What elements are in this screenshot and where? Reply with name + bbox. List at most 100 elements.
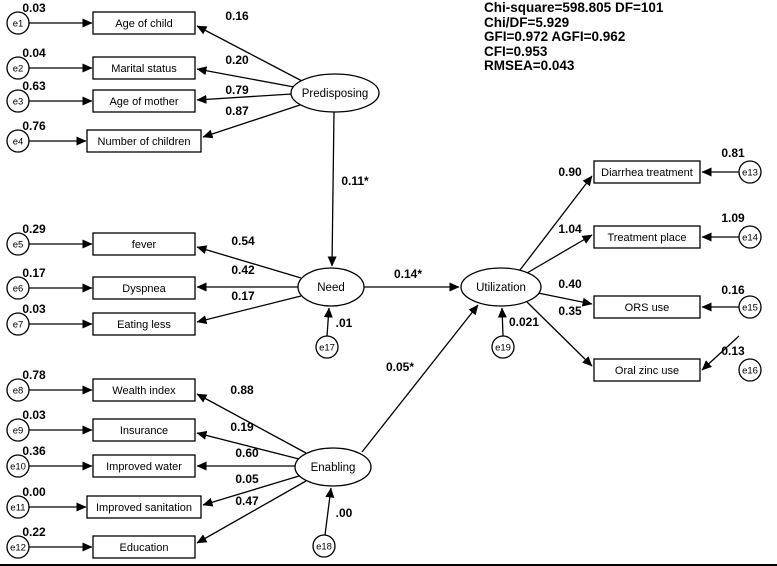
- wealth-index-box: [92, 378, 196, 402]
- coefficient-enabling-to-improved-water: 0.60: [235, 446, 259, 460]
- improved-sanitation-label: Improved sanitation: [96, 502, 192, 514]
- insurance-box: [92, 418, 196, 442]
- coefficient-predisposing-to-age-of-mother: 0.79: [225, 83, 249, 97]
- e2-label: e2: [13, 64, 24, 75]
- marital-status-box: [92, 56, 196, 80]
- path-enabling-to-education: 0.47: [196, 480, 307, 544]
- observed-marital-status: Marital status: [92, 56, 196, 80]
- age-of-child-label: Age of child: [115, 18, 172, 30]
- e6-label: e6: [13, 284, 24, 295]
- e1-label: e1: [13, 19, 24, 30]
- e17-circle: [315, 335, 339, 359]
- e8-variance: 0.78: [22, 368, 46, 382]
- utilization-label: Utilization: [476, 282, 526, 294]
- arrow-need-to-fever: [196, 245, 302, 279]
- coefficient-need-to-utilization: 0.14*: [394, 267, 422, 281]
- e6-circle: [6, 276, 30, 300]
- e8-circle: [6, 378, 30, 402]
- arrow-utilization-to-treatment-place: [526, 234, 593, 274]
- e6-variance: 0.17: [22, 266, 46, 280]
- e13-label: e13: [742, 168, 758, 179]
- path-e17-to-need: [323, 307, 333, 337]
- enabling-label: Enabling: [311, 462, 356, 474]
- e2-variance: 0.04: [22, 46, 46, 60]
- e13-circle: [738, 160, 762, 184]
- arrow-utilization-to-oral-zinc-use: [526, 301, 593, 367]
- e4-label: e4: [13, 137, 24, 148]
- latent-predisposing: Predisposing: [290, 73, 380, 113]
- path-utilization-to-ors-use: 0.40: [537, 277, 593, 307]
- e13-variance: 0.81: [721, 146, 745, 160]
- e11-variance: 0.00: [22, 485, 46, 499]
- arrow-e18-to-enabling: [324, 487, 335, 536]
- e16-circle: [738, 358, 762, 382]
- e7-circle: [6, 312, 30, 336]
- coefficient-enabling-to-insurance: 0.19: [230, 420, 254, 434]
- fit-stat-gfi-agfi: GFI=0.972 AGFI=0.962: [484, 29, 626, 45]
- fit-statistics: Chi-square=598.805 DF=101 Chi/DF=5.929 G…: [484, 0, 664, 74]
- e18-label: e18: [316, 542, 332, 553]
- e5-variance: 0.29: [22, 222, 46, 236]
- observed-improved-sanitation: Improved sanitation: [86, 495, 202, 519]
- utilization-ellipse: [460, 267, 542, 307]
- e3-label: e3: [13, 97, 24, 108]
- fit-stat-rmsea: RMSEA=0.043: [484, 58, 575, 74]
- observed-improved-water: Improved water: [92, 454, 196, 478]
- coefficient-utilization-to-ors-use: 0.40: [558, 277, 582, 291]
- path-utilization-to-oral-zinc-use: 0.35: [526, 301, 593, 367]
- eating-less-label: Eating less: [117, 319, 171, 331]
- fever-label: fever: [132, 239, 157, 251]
- latent-need: Need: [297, 267, 365, 307]
- need-label: Need: [317, 282, 345, 294]
- arrow-enabling-to-education: [196, 480, 307, 544]
- improved-water-label: Improved water: [106, 461, 182, 473]
- observed-diarrhea-treatment: Diarrhea treatment: [593, 160, 701, 184]
- arrow-enabling-to-wealth-index: [196, 393, 307, 454]
- coefficient-need-to-dyspnea: 0.42: [231, 263, 255, 277]
- error-e6: e6 0.17: [6, 266, 46, 300]
- path-predisposing-to-number-of-children: 0.87: [202, 104, 301, 139]
- predisposing-ellipse: [290, 73, 380, 113]
- arrow-predisposing-to-age-of-child: [196, 25, 303, 82]
- e12-label: e12: [10, 543, 26, 554]
- e1-circle: [6, 11, 30, 35]
- e9-circle: [6, 418, 30, 442]
- e18-variance: .00: [336, 506, 353, 520]
- fit-stat-chi-square: Chi-square=598.805 DF=101: [484, 0, 664, 15]
- observed-age-of-child: Age of child: [92, 11, 196, 35]
- error-e8: e8 0.78: [6, 368, 46, 402]
- e9-variance: 0.03: [22, 408, 46, 422]
- improved-water-box: [92, 454, 196, 478]
- treatment-place-box: [593, 225, 701, 249]
- e4-variance: 0.76: [22, 119, 46, 133]
- e17-label: e17: [319, 343, 335, 354]
- observed-insurance: Insurance: [92, 418, 196, 442]
- coefficient-predisposing-to-marital-status: 0.20: [225, 53, 249, 67]
- path-need-to-dyspnea: 0.42: [196, 263, 298, 292]
- e19-label: e19: [495, 343, 511, 354]
- path-enabling-to-wealth-index: 0.88: [196, 383, 307, 454]
- ors-use-label: ORS use: [625, 302, 670, 314]
- observed-wealth-index: Wealth index: [92, 378, 196, 402]
- coefficient-predisposing-to-need: 0.11*: [341, 174, 369, 188]
- e7-variance: 0.03: [22, 302, 46, 316]
- error-e17: e17.01: [315, 316, 353, 359]
- dyspnea-label: Dyspnea: [122, 283, 166, 295]
- e11-label: e11: [10, 503, 25, 514]
- arrow-enabling-to-utilization: [361, 304, 479, 453]
- path-predisposing-to-marital-status: 0.20: [196, 53, 295, 88]
- oral-zinc-use-box: [593, 358, 701, 382]
- e14-circle: [738, 225, 762, 249]
- arrow-enabling-to-insurance: [196, 430, 300, 460]
- path-predisposing-to-age-of-mother: 0.79: [196, 83, 293, 104]
- fit-stat-cfi: CFI=0.953: [484, 43, 548, 59]
- e5-label: e5: [13, 240, 24, 251]
- e8-label: e8: [13, 386, 24, 397]
- error-e3: e30.63: [6, 79, 46, 113]
- oral-zinc-use-label: Oral zinc use: [615, 365, 679, 377]
- eating-less-box: [92, 312, 196, 336]
- path-predisposing-to-need: 0.11*: [327, 111, 369, 267]
